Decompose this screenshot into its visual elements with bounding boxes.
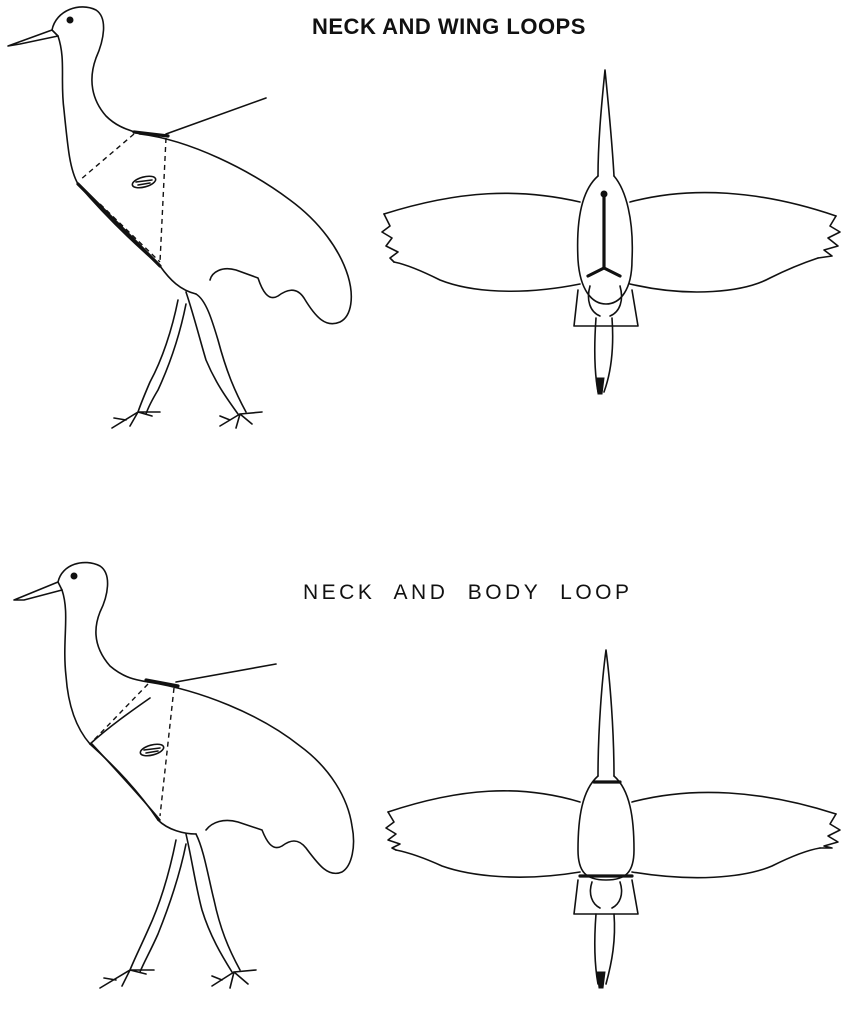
crane-side-view-body-loop xyxy=(14,563,354,988)
crane-top-view-wing-loops xyxy=(382,70,840,394)
crane-side-view-wing-loops xyxy=(8,7,351,428)
panel-neck-and-wing-loops: NECK AND WING LOOPS xyxy=(0,0,857,500)
crane-top-view-body-loop xyxy=(386,650,840,988)
panel-neck-and-body-loop: NECK AND BODY LOOP xyxy=(0,500,857,1018)
crane-illustrations-top xyxy=(0,0,857,500)
crane-illustrations-bottom xyxy=(0,500,857,1018)
